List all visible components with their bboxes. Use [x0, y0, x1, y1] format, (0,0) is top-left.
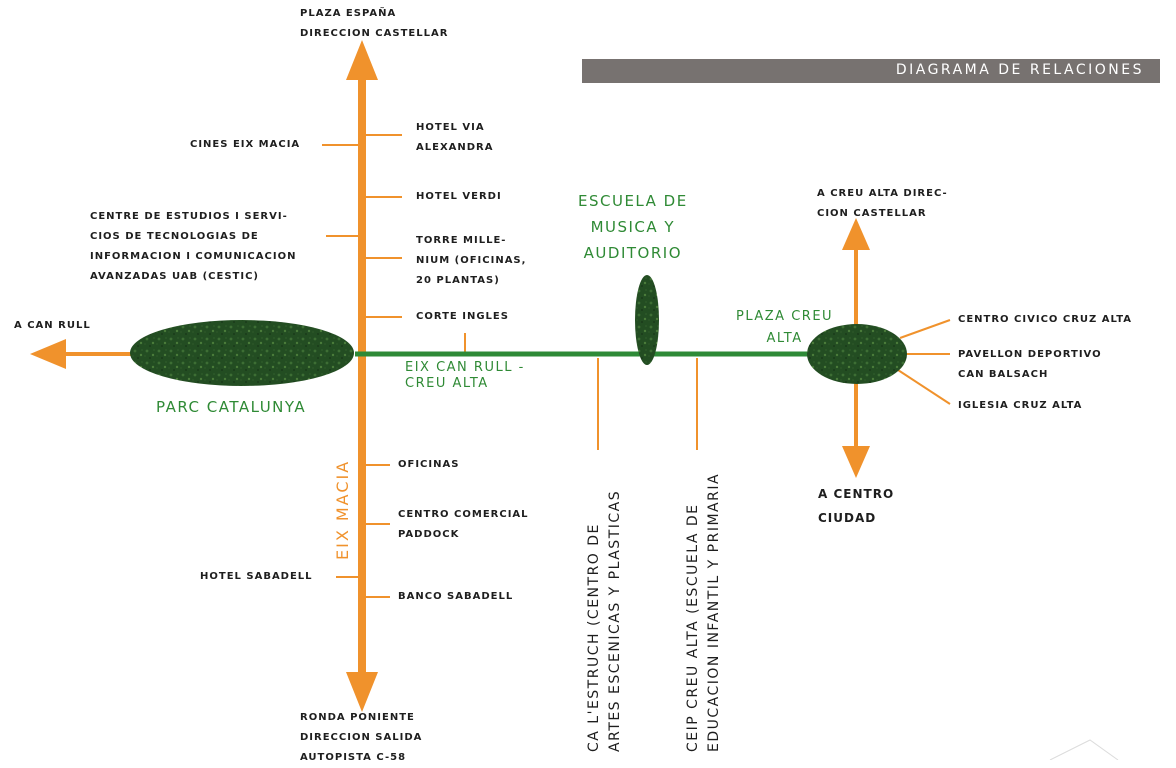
label-parc-catalunya: PARC CATALUNYA — [156, 398, 307, 416]
eix-macia-axis — [346, 40, 378, 712]
label-banco-sabadell: BANCO SABADELL — [398, 591, 514, 602]
arrow-north-icon — [346, 40, 378, 80]
label-hotel-via-alexandra: HOTEL VIA ALEXANDRA — [416, 122, 494, 153]
label-cestic: CENTRE DE ESTUDIOS I SERVI- CIOS DE TECN… — [90, 211, 297, 282]
diagram-title: DIAGRAMA DE RELACIONES — [895, 62, 1144, 78]
label-direction-north: PLAZA ESPAÑA DIRECCION CASTELLAR — [300, 8, 449, 39]
label-direction-west: A CAN RULL — [14, 320, 91, 331]
label-corte-ingles: CORTE INGLES — [416, 311, 509, 322]
arrow-north-icon — [842, 218, 870, 250]
label-direction-south: RONDA PONIENTE DIRECCION SALIDA AUTOPIST… — [300, 712, 423, 763]
arrow-west-icon — [30, 339, 66, 369]
label-eix-can-rull: EIX CAN RULL - CREU ALTA — [405, 360, 525, 391]
arrow-south-icon — [842, 446, 870, 478]
plaza-creu-alta-ellipse — [807, 324, 907, 384]
label-oficinas: OFICINAS — [398, 459, 460, 470]
label-eix-macia: EIX MACIA — [333, 459, 352, 560]
label-plaza-creu-alta: PLAZA CREU ALTA — [736, 309, 834, 346]
label-centro-comercial: CENTRO COMERCIAL PADDOCK — [398, 509, 529, 540]
label-torre-millenium: TORRE MILLE- NIUM (OFICINAS, 20 PLANTAS) — [416, 235, 527, 286]
label-pavellon: PAVELLON DEPORTIVO CAN BALSACH — [958, 349, 1102, 380]
label-cines-eix-macia: CINES EIX MACIA — [190, 139, 301, 150]
label-ceip-creu-alta: CEIP CREU ALTA (ESCUELA DE EDUCACION INF… — [685, 472, 722, 752]
watermark-corner — [1049, 739, 1119, 760]
label-hotel-verdi: HOTEL VERDI — [416, 191, 502, 202]
label-centro-civico: CENTRO CIVICO CRUZ ALTA — [958, 314, 1133, 325]
label-ca-lestruch: CA L'ESTRUCH (CENTRO DE ARTES ESCENICAS … — [586, 489, 623, 752]
arrow-south-icon — [346, 672, 378, 712]
label-iglesia: IGLESIA CRUZ ALTA — [958, 400, 1083, 411]
escuela-musica-ellipse — [635, 275, 659, 365]
label-escuela-musica: ESCUELA DE MUSICA Y AUDITORIO — [578, 192, 688, 262]
label-creu-alta-north: A CREU ALTA DIREC- CION CASTELLAR — [817, 188, 948, 219]
label-hotel-sabadell: HOTEL SABADELL — [200, 571, 313, 582]
label-creu-alta-south: A CENTRO CIUDAD — [818, 487, 895, 525]
title-bar: DIAGRAMA DE RELACIONES — [582, 59, 1160, 83]
parc-catalunya-ellipse — [130, 320, 354, 386]
plaza-connectors — [897, 319, 951, 405]
axis-connectors — [322, 134, 698, 598]
arrow-west — [30, 339, 132, 369]
